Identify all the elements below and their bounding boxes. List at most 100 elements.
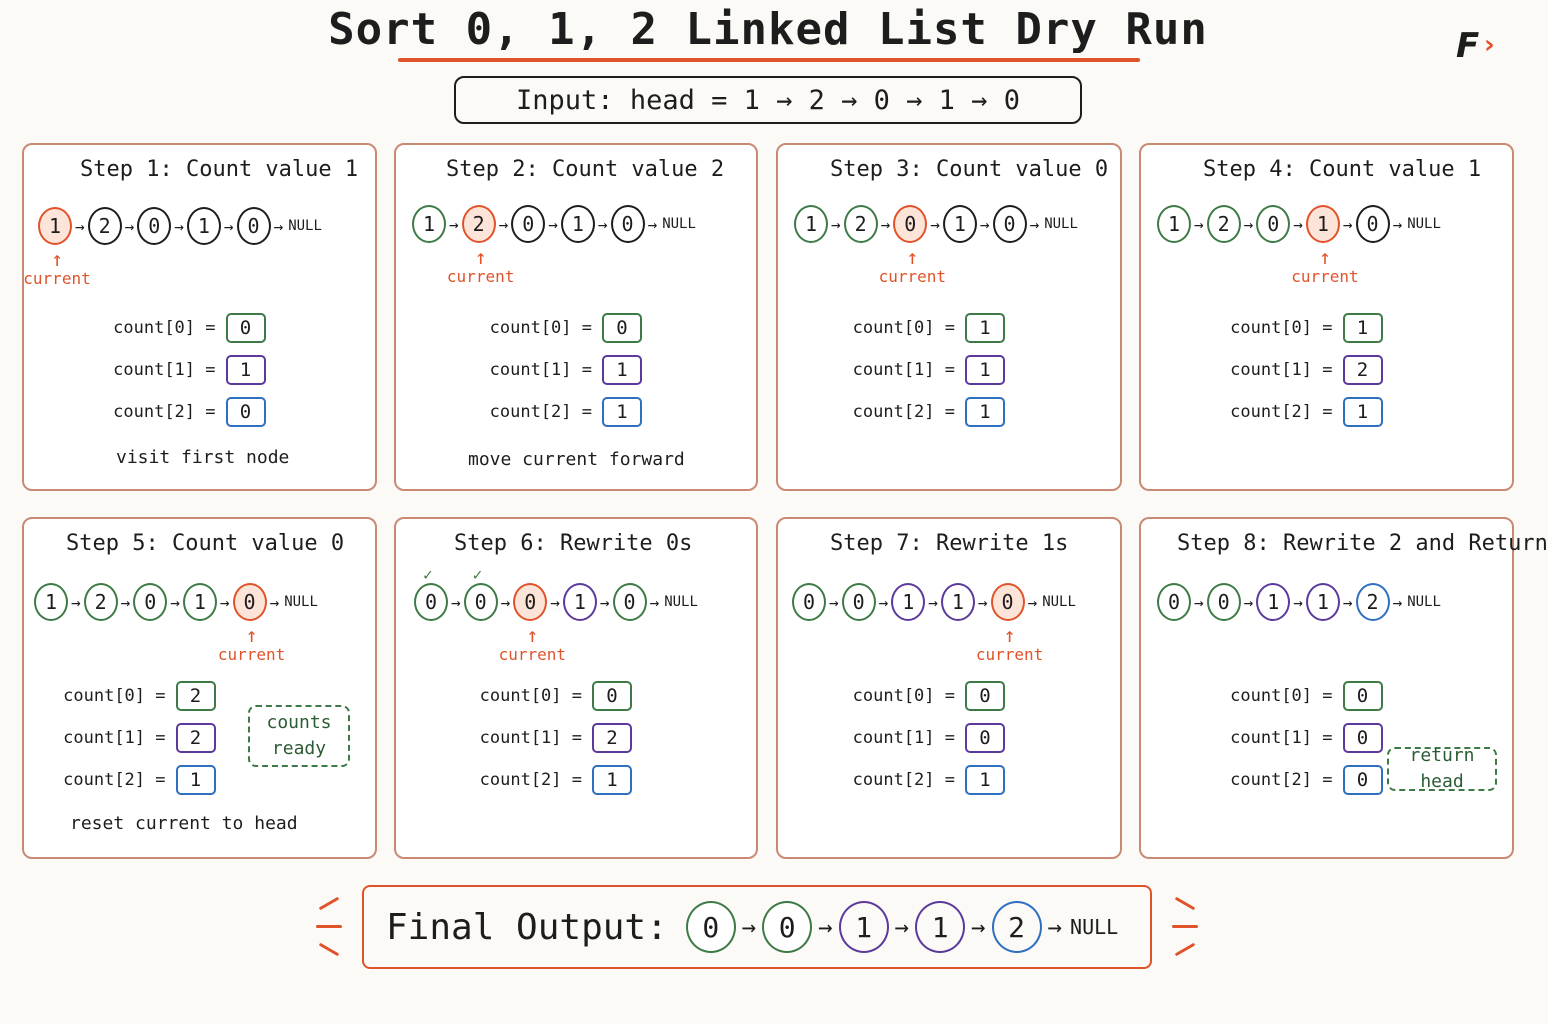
count-label: count[1] =	[113, 360, 216, 380]
list-node: 0✓	[463, 565, 498, 621]
list-node: 1	[1157, 205, 1191, 243]
count-label: count[1] =	[852, 360, 955, 380]
count-label: count[2] =	[1230, 402, 1333, 422]
count-row: count[1] =0	[851, 717, 1005, 759]
list-node: 0	[792, 583, 826, 621]
list-node: 0	[511, 205, 546, 243]
linked-list-chain: 1→2→0→1→0→NULL	[794, 205, 1078, 243]
arrow-icon: →	[928, 592, 938, 612]
step-title: Step 3: Count value 0	[830, 157, 1109, 182]
null-terminator: NULL	[1070, 915, 1119, 939]
current-pointer: ↑current	[212, 625, 292, 664]
count-value: 2	[592, 723, 632, 753]
list-node: 0	[236, 207, 271, 245]
spark-line	[316, 925, 342, 928]
null-terminator: NULL	[662, 216, 696, 232]
count-value: 2	[175, 723, 216, 753]
count-row: count[0] =1	[1229, 307, 1383, 349]
count-row: count[2] =1	[478, 759, 632, 801]
up-arrow-icon: ↑	[50, 247, 64, 271]
list-node: 0	[1206, 583, 1241, 621]
list-node: 0	[685, 901, 736, 953]
count-row: count[0] = 2	[62, 675, 216, 717]
up-arrow-icon: ↑	[906, 245, 919, 269]
count-row: count[2] =1	[1229, 391, 1383, 433]
final-output-chain: 0→0→1→1→2→NULL	[685, 901, 1119, 953]
current-pointer: ↑current	[17, 249, 97, 288]
up-arrow-icon: ↑	[245, 623, 258, 647]
final-output-box: Final Output: 0→0→1→1→2→NULL	[362, 885, 1152, 969]
list-node: 2	[461, 205, 496, 243]
count-value: 1	[965, 765, 1005, 795]
list-node: 1	[38, 207, 72, 245]
list-node: 0	[1355, 205, 1390, 243]
status-badge: return head	[1387, 745, 1497, 792]
list-node: 2	[1206, 205, 1241, 243]
count-label: count[0] =	[1230, 686, 1333, 706]
count-row: count[1] =2	[478, 717, 632, 759]
count-value: 0	[1342, 765, 1383, 795]
arrow-icon: →	[818, 913, 833, 941]
step-title: Step 1: Count value 1	[80, 157, 359, 182]
up-arrow-icon: ↑	[474, 245, 487, 269]
arrow-icon: →	[1342, 592, 1353, 612]
count-label: count[0] =	[852, 318, 955, 338]
status-badge: counts ready	[248, 705, 350, 767]
current-label: current	[498, 645, 566, 664]
linked-list-chain: 1→2→0→1→0→NULL	[1157, 205, 1441, 243]
spark-line	[318, 942, 340, 957]
step-note: move current forward	[468, 449, 685, 470]
step-panel: Step 3: Count value 0 1→2→0→1→0→NULL↑curr…	[776, 143, 1122, 491]
linked-list-chain: 1→2→0→1→0→NULL	[412, 205, 696, 243]
linked-list-chain: 0→0→1→1→0→NULL	[792, 583, 1076, 621]
arrow-icon: →	[124, 216, 135, 236]
step-title: Step 8: Rewrite 2 and Return	[1177, 531, 1548, 556]
arrow-icon: →	[979, 214, 990, 234]
null-terminator: NULL	[288, 218, 322, 234]
count-value: 2	[175, 681, 216, 711]
count-label: count[0] =	[1230, 318, 1333, 338]
up-arrow-icon: ↑	[1003, 623, 1016, 647]
list-node: 1	[182, 583, 217, 621]
current-label: current	[217, 645, 286, 664]
count-row: count[1] =0	[1229, 717, 1383, 759]
current-label: current	[878, 267, 946, 286]
list-node: 0	[133, 583, 168, 621]
count-value: 1	[965, 397, 1005, 427]
arrow-icon: →	[1194, 592, 1204, 612]
arrow-icon: →	[1243, 214, 1254, 234]
current-label: current	[446, 267, 515, 286]
count-row: count[2] =1	[851, 391, 1005, 433]
list-node: 1	[838, 901, 889, 953]
null-terminator: NULL	[284, 594, 318, 610]
count-row: count[1] =1	[851, 349, 1005, 391]
count-row: count[2] =1	[62, 759, 216, 801]
count-value: 0	[225, 313, 266, 343]
current-label: current	[1291, 267, 1359, 286]
list-node: 1	[562, 583, 597, 621]
count-value: 1	[225, 355, 266, 385]
arrow-icon: →	[829, 592, 839, 612]
spark-line	[1174, 896, 1196, 911]
null-terminator: NULL	[1407, 216, 1441, 232]
count-value: 1	[175, 765, 216, 795]
count-label: count[0] =	[489, 318, 592, 338]
count-label: count[0] =	[63, 686, 166, 706]
count-value: 0	[225, 397, 266, 427]
count-label: count[2] =	[479, 770, 582, 790]
step-title: Step 4: Count value 1	[1203, 157, 1482, 182]
step-title: Step 5: Count value 0	[66, 531, 345, 556]
arrow-icon: →	[498, 214, 509, 234]
count-row: count[0] =0	[1229, 675, 1383, 717]
count-label: count[1] =	[1230, 728, 1333, 748]
count-label: count[2] =	[1230, 770, 1333, 790]
list-node: 0	[992, 205, 1027, 243]
step-note: visit first node	[116, 447, 290, 468]
